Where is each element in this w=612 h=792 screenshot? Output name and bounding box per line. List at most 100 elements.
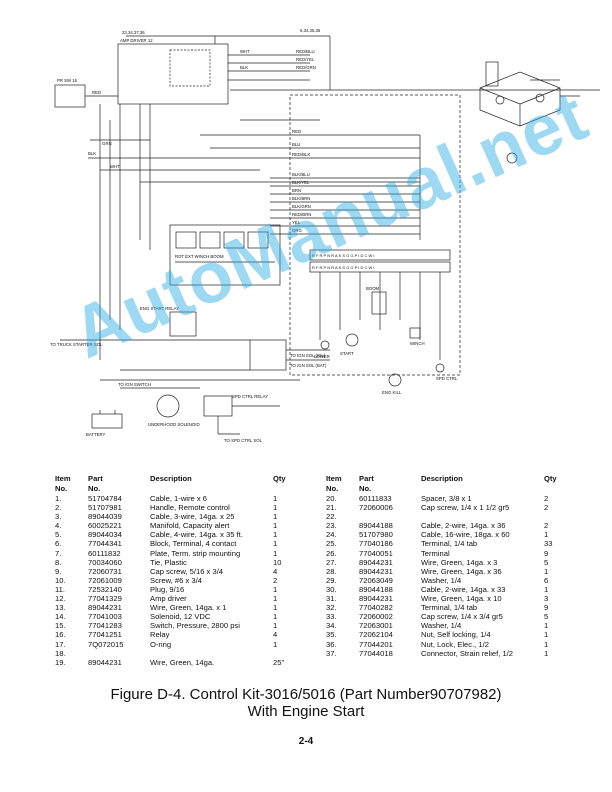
cell-item: 34.	[326, 621, 337, 631]
eng-kill-switch	[388, 373, 402, 387]
header-qty: Qty	[544, 474, 557, 483]
header-part: Part	[88, 474, 103, 483]
cell-item: 17.	[55, 639, 66, 649]
cell-qty: 5	[544, 612, 549, 622]
underhood-solenoid-icon	[156, 394, 180, 418]
cell-item: 16.	[55, 630, 66, 640]
cell-desc: Relay	[150, 630, 170, 640]
battery-label: BATTERY	[86, 432, 106, 437]
spd-ctrl-label: SPD CTRL	[436, 376, 458, 381]
wire-org-label: ORG	[292, 228, 302, 233]
terminal-top2-label: 6,34,35,36	[300, 28, 321, 33]
cell-qty: 9	[544, 548, 549, 558]
cell-item: 22.	[326, 512, 337, 522]
wire-blk-label: BLK	[240, 65, 248, 70]
wire-wht2-label: WHT	[110, 164, 120, 169]
cell-qty: 1	[273, 503, 278, 513]
spd-ctrl-relay	[203, 395, 233, 417]
cell-qty: 1	[273, 539, 278, 549]
cell-desc: Plate, Term. strip mounting	[150, 548, 241, 558]
cell-item: 33.	[326, 612, 337, 622]
cell-qty: 1	[544, 639, 549, 649]
table-row: 29. 72063049 Washer, 1/4 6	[326, 576, 566, 585]
cell-item: 13.	[55, 603, 66, 613]
cell-item: 6.	[55, 539, 62, 549]
cell-item: 7.	[55, 548, 62, 558]
cell-item: 4.	[55, 521, 62, 531]
cell-qty: 1	[273, 494, 278, 503]
cell-part: 72060002	[359, 612, 393, 622]
cell-item: 28.	[326, 566, 337, 576]
boom-label: BOOM	[366, 286, 380, 291]
cell-item: 20.	[326, 494, 337, 503]
wire-blk-grn-label: BLK/GRN	[292, 204, 311, 209]
cell-qty: 1	[273, 548, 278, 558]
wire-brn-label: BRN	[292, 188, 301, 193]
cell-qty: 1	[544, 621, 549, 631]
cell-desc: Solenoid, 12 VDC	[150, 612, 211, 622]
cell-part: 77040051	[359, 548, 393, 558]
cell-qty: 1	[544, 566, 549, 576]
terminal-top-label: 23,34,37,36	[122, 30, 145, 35]
header-part-no: No.	[359, 483, 372, 493]
cell-part: 72061009	[88, 575, 122, 585]
cell-qty: 4	[273, 630, 278, 640]
figure-caption: Figure D-4. Control Kit-3016/5016 (Part …	[0, 686, 612, 720]
cell-part: 72532140	[88, 584, 122, 594]
cell-part: 89044231	[88, 603, 122, 613]
cell-qty: 1	[273, 594, 278, 604]
cell-desc: Manifold, Capacity alert	[150, 521, 230, 531]
cable-row-bottom-label: R F R P N R A K S G G P I D C W I	[312, 265, 375, 270]
cell-part: 89044188	[359, 521, 393, 531]
spd-ctrl-relay-label: SPD CTRL RELAY	[232, 394, 268, 399]
lower-label: LOWER	[314, 354, 330, 359]
cell-desc: Cable, 2-wire, 14ga. x 33	[421, 584, 506, 594]
cell-part: 89044231	[359, 557, 393, 567]
header-qty: Qty	[273, 474, 286, 483]
cell-desc: Cable, 4-wire, 14ga. x 35 ft.	[150, 530, 243, 540]
cell-part: 89044231	[359, 594, 393, 604]
pressure-switch	[54, 84, 86, 108]
cell-qty: 1	[273, 603, 278, 613]
cell-qty: 3	[544, 594, 549, 604]
cell-item: 14.	[55, 612, 66, 622]
cell-qty: 6	[544, 575, 549, 585]
cell-desc: O-ring	[150, 639, 172, 649]
cell-qty: 1	[544, 630, 549, 640]
cell-desc: Nut, Self locking, 1/4	[421, 630, 491, 640]
terminal-block-label: ROT EXT WINCH BOOM	[175, 254, 224, 259]
battery	[91, 413, 123, 429]
cell-desc: Cable, 16-wire, 18ga. x 60	[421, 530, 510, 540]
cell-part: 72063049	[359, 575, 393, 585]
cell-desc: Wire, Green, 14ga. x 3	[421, 557, 498, 567]
wire-blk-brn-label: BLK/BRN	[292, 196, 310, 201]
amp-driver-label: AMP DRIVER 12	[120, 38, 153, 43]
eng-start-relay-label: ENG START RELAY	[140, 306, 179, 311]
cell-item: 11.	[55, 584, 65, 594]
cell-desc: Switch, Pressure, 2800 psi	[150, 621, 240, 631]
amp-driver-box	[117, 43, 229, 105]
cell-qty: 1	[273, 584, 278, 594]
cell-item: 32.	[326, 603, 337, 613]
underhood-solenoid-label: UNDERHOOD SOLENOID	[148, 422, 200, 427]
cell-desc: Washer, 1/4	[421, 575, 462, 585]
cable-connector-top	[309, 249, 451, 261]
cell-qty: 4	[273, 566, 278, 576]
header-part: Part	[359, 474, 374, 483]
cell-part: 77041329	[88, 594, 122, 604]
cell-desc: Nut, Lock, Elec., 1/2	[421, 639, 489, 649]
cell-item: 29.	[326, 575, 337, 585]
cell-part: 72063001	[359, 621, 393, 631]
header-no: No.	[55, 483, 68, 493]
cell-item: 10.	[55, 575, 66, 585]
